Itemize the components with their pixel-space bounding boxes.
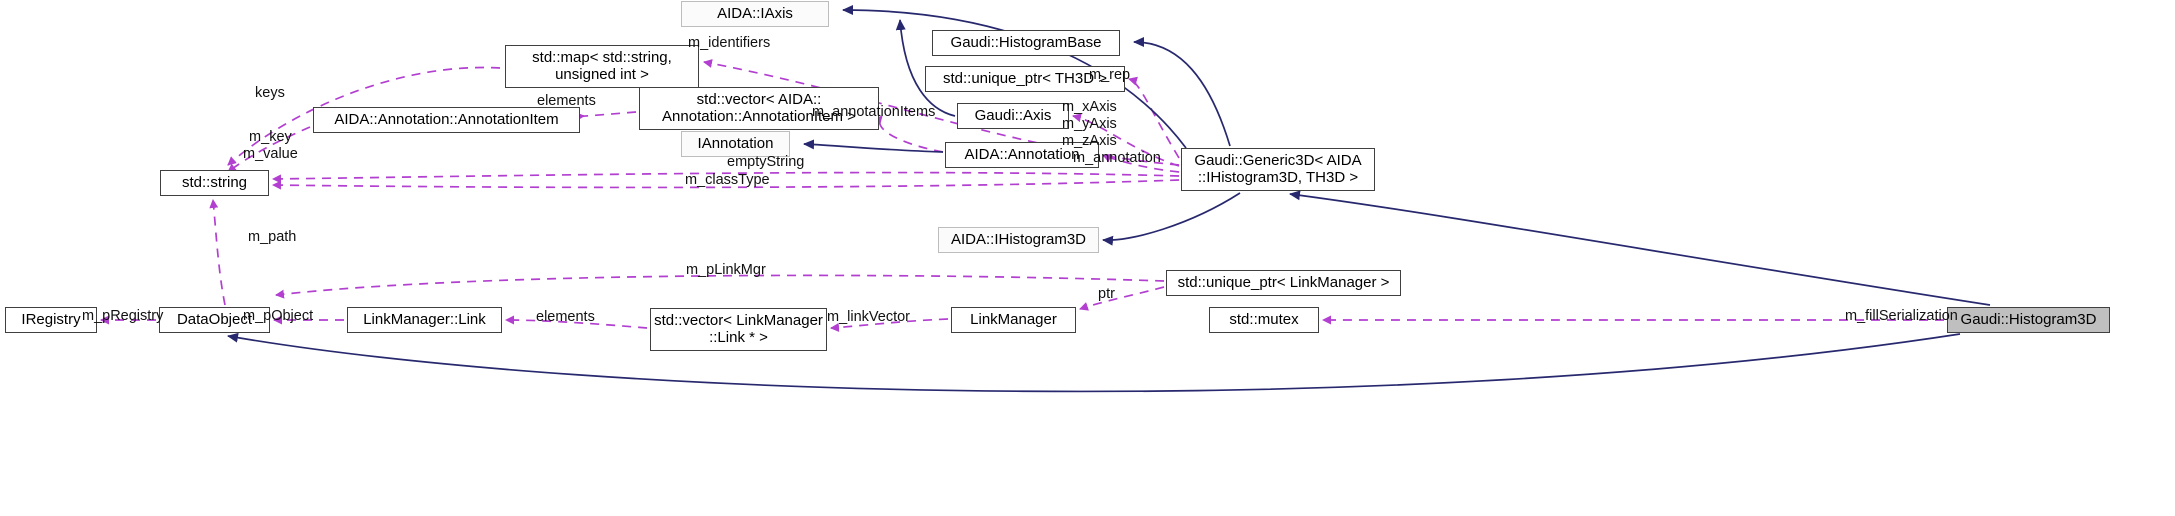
edge-label-m-fillserialization: m_fillSerialization <box>1845 308 1958 324</box>
node-std-string[interactable]: std::string <box>160 170 269 196</box>
edge-label-m-identifiers: m_identifiers <box>688 35 771 51</box>
edge-label-elements-annotation: elements <box>537 93 596 109</box>
edge-label-m-path: m_path <box>248 229 297 245</box>
edge-label-m-annotationitems: m_annotationItems <box>812 104 936 120</box>
edge-label-keys: keys <box>255 85 285 101</box>
node-std-mutex[interactable]: std::mutex <box>1209 307 1319 333</box>
node-gaudi-histogram3d[interactable]: Gaudi::Histogram3D <box>1947 307 2110 333</box>
node-aida-annotation-annotationitem[interactable]: AIDA::Annotation::AnnotationItem <box>313 107 580 133</box>
edge-label-m-rep: m_rep <box>1089 67 1131 83</box>
node-linkmanager-link[interactable]: LinkManager::Link <box>347 307 502 333</box>
node-gaudi-histogrambase[interactable]: Gaudi::HistogramBase <box>932 30 1120 56</box>
edge-label-m-xyz-axis: m_xAxis m_yAxis m_zAxis <box>1062 99 1117 149</box>
node-std-map-string-uint[interactable]: std::map< std::string, unsigned int > <box>505 45 699 88</box>
edge-label-elements-link: elements <box>536 309 595 325</box>
edge-label-m-key-m-value: m_key m_value <box>243 129 298 162</box>
node-gaudi-axis[interactable]: Gaudi::Axis <box>957 103 1069 129</box>
node-aida-ihistogram3d[interactable]: AIDA::IHistogram3D <box>938 227 1099 253</box>
node-std-unique-ptr-linkmanager[interactable]: std::unique_ptr< LinkManager > <box>1166 270 1401 296</box>
edge-label-m-annotation: m_annotation <box>1073 150 1161 166</box>
node-gaudi-generic3d[interactable]: Gaudi::Generic3D< AIDA ::IHistogram3D, T… <box>1181 148 1375 191</box>
node-std-vector-linkmanager-link[interactable]: std::vector< LinkManager ::Link * > <box>650 308 827 351</box>
edge-label-ptr: ptr <box>1098 286 1115 302</box>
edge-label-m-classtype: m_classType <box>685 172 770 188</box>
edge-label-m-pregistry: m_pRegistry <box>82 308 164 324</box>
node-linkmanager[interactable]: LinkManager <box>951 307 1076 333</box>
node-iregistry[interactable]: IRegistry <box>5 307 97 333</box>
edge-label-emptystring: emptyString <box>727 154 805 170</box>
edge-label-m-pobject: m_pObject <box>243 308 314 324</box>
edge-label-m-linkvector: m_linkVector <box>827 309 911 325</box>
edge-label-m-plinkmgr: m_pLinkMgr <box>686 262 766 278</box>
node-aida-iaxis[interactable]: AIDA::IAxis <box>681 1 829 27</box>
node-dataobject[interactable]: DataObject <box>159 307 270 333</box>
